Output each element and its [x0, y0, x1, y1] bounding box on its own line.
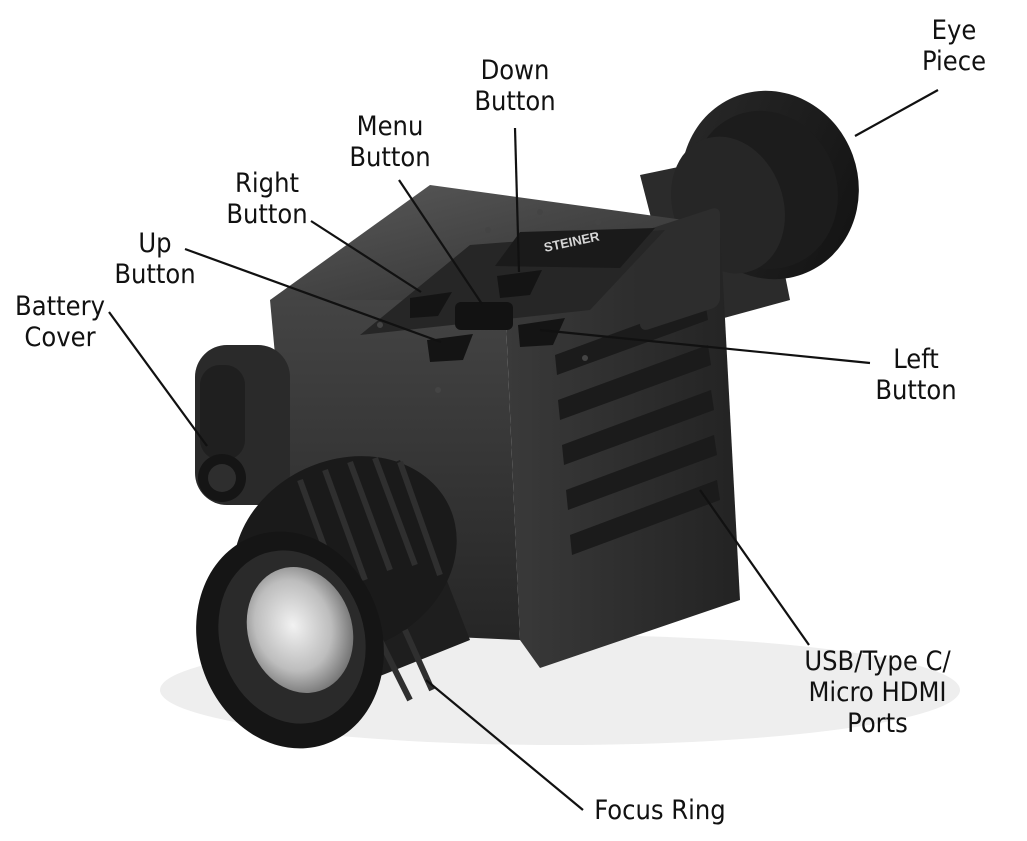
keypad: STEINER	[360, 209, 665, 393]
label-menu-button: Menu Button	[349, 111, 431, 173]
label-right-button: Right Button	[226, 168, 308, 230]
label-ports: USB/Type C/ Micro HDMI Ports	[804, 646, 951, 739]
menu-button-key[interactable]	[455, 302, 513, 330]
label-focus-ring: Focus Ring	[594, 795, 726, 826]
label-battery-cover: Battery Cover	[15, 291, 105, 353]
leader-up-button	[184, 247, 442, 344]
port-cover	[640, 208, 720, 330]
label-left-button: Left Button	[875, 344, 957, 406]
leader-right-button	[310, 220, 422, 293]
side-grooves	[555, 300, 720, 555]
eye-piece	[640, 90, 859, 330]
label-up-button: Up Button	[114, 228, 196, 290]
leader-eye-piece	[854, 89, 939, 137]
leader-battery-cover	[108, 311, 208, 447]
logo-plate	[495, 228, 655, 268]
leader-menu-button	[398, 179, 483, 305]
leader-down-button	[513, 127, 521, 273]
label-eye-piece: Eye Piece	[921, 15, 987, 77]
leader-focus-ring	[425, 679, 584, 811]
down-button-key[interactable]	[497, 270, 542, 298]
left-button-key[interactable]	[518, 318, 565, 347]
leader-left-button	[539, 328, 871, 365]
leader-ports	[699, 489, 810, 646]
lens-glass	[246, 567, 354, 693]
label-down-button: Down Button	[474, 55, 556, 117]
leader-lines	[108, 89, 939, 811]
right-button-key[interactable]	[410, 292, 452, 318]
